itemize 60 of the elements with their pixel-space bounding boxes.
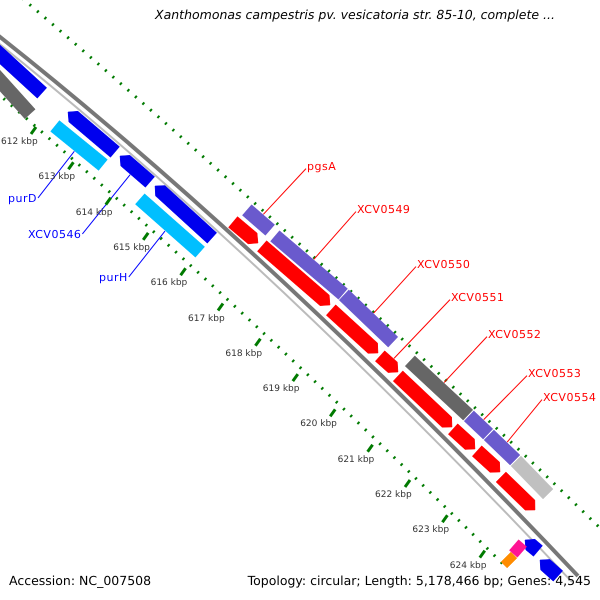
scale-label: 615 kbp: [113, 242, 150, 254]
scale-label: 618 kbp: [225, 348, 262, 360]
leader-line: [313, 211, 356, 260]
gene-block: [135, 194, 205, 258]
gene-block: [404, 356, 474, 420]
gene-block: [326, 304, 378, 354]
gene-label: XCV0553: [528, 367, 582, 380]
gene-block: [270, 230, 348, 300]
gene-label: XCV0546: [28, 228, 82, 242]
scale-label: 616 kbp: [150, 278, 188, 289]
gene-block: [0, 69, 36, 119]
scale-label: 612 kbp: [1, 137, 38, 148]
footer-text: Topology: circular; Length: 5,178,466 bp; Genes: 4,545: [248, 573, 591, 588]
leader-line: [38, 150, 75, 198]
leader-line: [483, 375, 528, 420]
leader-line: [444, 336, 488, 383]
gene-label: XCV0552: [488, 328, 542, 342]
gene-label: purH: [99, 271, 128, 284]
scale-label: 624 kbp: [450, 560, 486, 572]
gene-block: [510, 456, 554, 500]
gene-label: pgsA: [307, 160, 336, 174]
gene-block: [68, 110, 120, 158]
title: Xanthomonas campestris pv. vesicatoria str. 85-10, complete ...: [154, 7, 556, 22]
leader-line: [394, 299, 450, 359]
gene-block: [338, 290, 398, 348]
gene-block: [154, 185, 217, 244]
gene-label: XCV0554: [543, 391, 596, 404]
gene-block: [120, 155, 155, 188]
gene-block: [50, 120, 108, 171]
gene-label: purD: [8, 192, 37, 206]
scale-label: 620 kbp: [300, 419, 337, 430]
scale-label: 621 kbp: [338, 454, 374, 466]
scale-label: 613 kbp: [38, 172, 76, 184]
leader-line: [506, 399, 542, 443]
leader-line: [82, 174, 131, 234]
gene-block: [392, 370, 452, 428]
gene-block: [242, 204, 275, 236]
gene-block: [228, 216, 258, 244]
scale-label: 622 kbp: [375, 490, 412, 501]
leader-line: [128, 230, 166, 278]
gene-block: [509, 539, 527, 558]
gene-block: [257, 240, 330, 306]
gene-block: [464, 410, 494, 440]
scale-label: 619 kbp: [262, 384, 300, 395]
gene-block: [448, 424, 476, 450]
gene-block: [472, 446, 500, 473]
leader-line: [262, 168, 306, 215]
gene-block: [496, 472, 536, 510]
scale-label: 617 kbp: [188, 314, 225, 324]
leader-line: [373, 266, 416, 314]
scale-label: 623 kbp: [412, 525, 450, 536]
gene-block: [0, 44, 47, 98]
gene-label: XCV0551: [451, 291, 504, 304]
gene-label: XCV0550: [417, 258, 470, 272]
gene-block: [375, 350, 398, 373]
gene-label: XCV0549: [357, 203, 410, 216]
gene-block: [524, 538, 543, 557]
footer-text: Accession: NC_007508: [9, 573, 152, 588]
gene-block: [500, 552, 518, 568]
gene-block: [484, 430, 520, 466]
